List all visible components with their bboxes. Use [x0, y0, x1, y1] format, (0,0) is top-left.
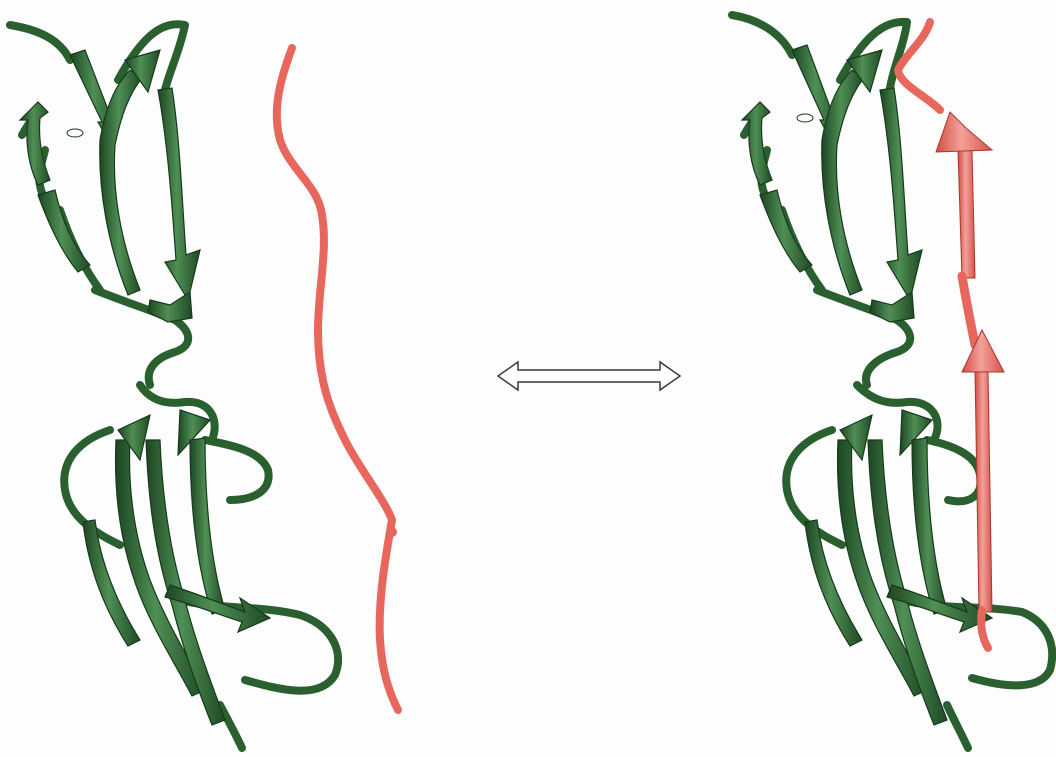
peptide-strand-bound — [898, 22, 1004, 648]
double-headed-arrow-icon — [498, 362, 680, 390]
protein-bound — [732, 15, 1052, 748]
protein-unbound — [10, 24, 338, 748]
